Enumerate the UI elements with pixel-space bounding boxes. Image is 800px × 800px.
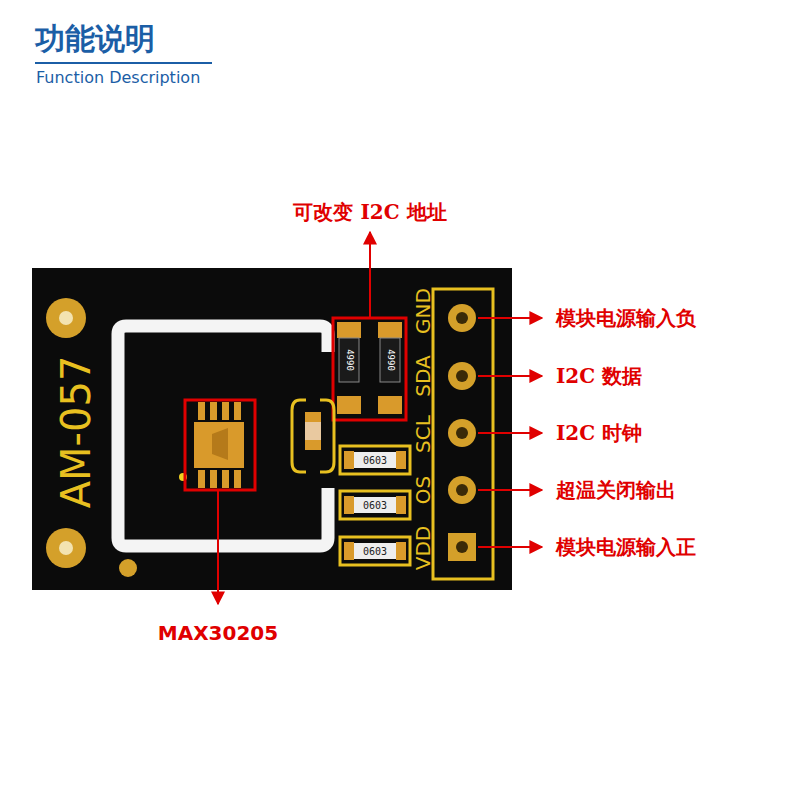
resistor-code: 0603 xyxy=(363,500,387,511)
callout-text: 可改变 I2C 地址 xyxy=(293,201,446,223)
chip xyxy=(179,400,255,490)
pcb xyxy=(32,268,512,590)
page-title: 功能说明 xyxy=(35,22,155,55)
resistor-code: 0603 xyxy=(363,455,387,466)
sensor-keepout xyxy=(118,326,328,546)
resistor-code: 0603 xyxy=(363,546,387,557)
pin-name: GND xyxy=(412,288,434,334)
pin-description: I2C 时钟 xyxy=(556,422,642,444)
pin-description: 模块电源输入正 xyxy=(556,536,696,558)
resistor-0603 xyxy=(340,446,410,565)
resistor-code: 4990 xyxy=(385,349,395,371)
resistor-code: 4990 xyxy=(344,349,354,371)
pin-description: 模块电源输入负 xyxy=(556,307,696,329)
pin-name: VDD xyxy=(412,526,434,570)
part-name: MAX30205 xyxy=(158,622,278,644)
pin-name: SDA xyxy=(412,355,434,396)
pin-name: OS xyxy=(412,476,434,504)
pin-description: I2C 数据 xyxy=(556,365,642,387)
pin-description: 超温关闭输出 xyxy=(556,479,676,501)
address-resistors xyxy=(333,318,406,420)
board-name: AM-057 xyxy=(54,356,98,509)
pin-name: SCL xyxy=(412,415,434,453)
subtitle: Function Description xyxy=(36,69,200,87)
leader-arrows xyxy=(218,232,542,604)
title-rule xyxy=(35,62,212,64)
capacitor xyxy=(292,400,334,472)
